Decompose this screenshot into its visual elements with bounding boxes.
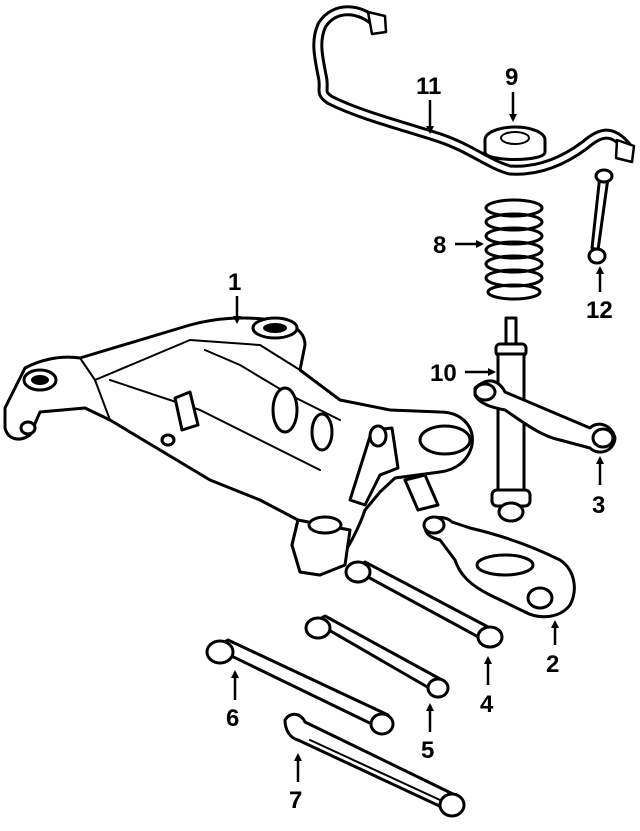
stabilizer-bar [312, 5, 636, 176]
callout-4: 4 [480, 691, 494, 718]
callout-9: 9 [505, 64, 518, 91]
trailing-link-6 [205, 638, 395, 736]
upper-control-arm [473, 379, 617, 454]
callout-labels: 1 2 3 4 5 6 7 8 9 10 11 12 [226, 64, 613, 814]
callout-8: 8 [433, 232, 446, 259]
callout-2: 2 [546, 651, 559, 678]
stabilizer-link [587, 168, 614, 265]
trailing-link-5 [304, 614, 450, 699]
lower-control-arm [422, 515, 576, 619]
trailing-link-7 [283, 712, 466, 818]
callout-10: 10 [430, 360, 457, 387]
callout-11: 11 [416, 73, 441, 100]
leader-lines [231, 92, 604, 782]
callout-7: 7 [289, 787, 302, 814]
trailing-link-4 [344, 560, 504, 649]
callout-6: 6 [226, 705, 239, 732]
callout-3: 3 [592, 492, 605, 519]
coil-spring [484, 198, 544, 301]
callout-1: 1 [228, 269, 241, 296]
callout-12: 12 [586, 297, 613, 324]
spring-seat [483, 125, 547, 161]
rear-crossmember [3, 316, 474, 577]
callout-5: 5 [421, 737, 434, 764]
